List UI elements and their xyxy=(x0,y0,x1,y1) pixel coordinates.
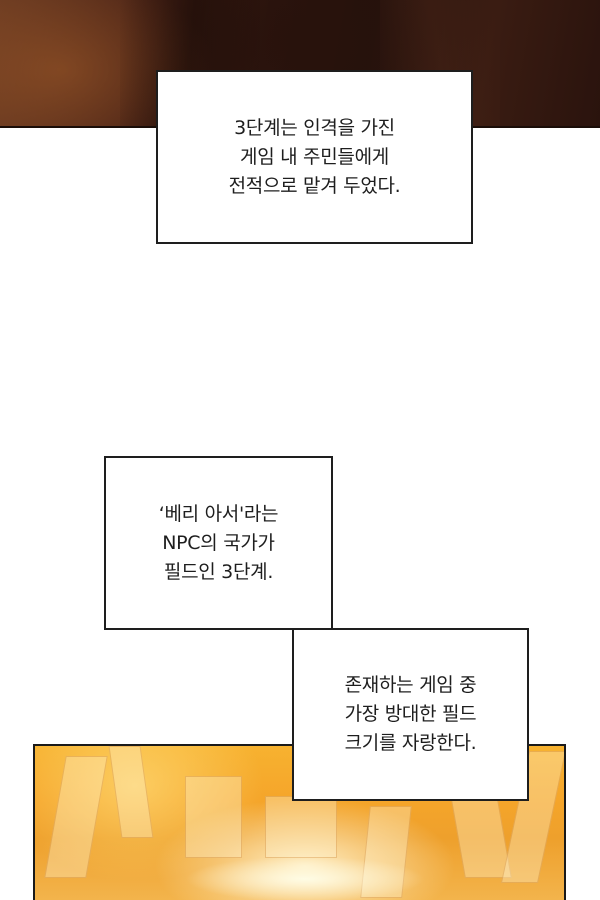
narration-box-1: 3단계는 인격을 가진 게임 내 주민들에게 전적으로 맡겨 두었다. xyxy=(156,70,473,244)
narration-line: 게임 내 주민들에게 xyxy=(240,145,389,168)
light-shard xyxy=(44,756,108,878)
narration-text: 3단계는 인격을 가진 게임 내 주민들에게 전적으로 맡겨 두었다. xyxy=(229,114,401,201)
narration-line: NPC의 국가가 xyxy=(162,531,275,554)
narration-line: 전적으로 맡겨 두었다. xyxy=(228,174,401,197)
light-shard xyxy=(185,776,242,858)
narration-box-3: 존재하는 게임 중 가장 방대한 필드 크기를 자랑한다. xyxy=(292,628,529,801)
light-shard xyxy=(108,746,154,838)
narration-line: 3단계는 인격을 가진 xyxy=(234,116,395,139)
narration-text: ‘베리 아서'라는 NPC의 국가가 필드인 3단계. xyxy=(158,500,279,587)
narration-text: 존재하는 게임 중 가장 방대한 필드 크기를 자랑한다. xyxy=(345,671,477,758)
narration-box-2: ‘베리 아서'라는 NPC의 국가가 필드인 3단계. xyxy=(104,456,333,630)
narration-line: 필드인 3단계. xyxy=(163,560,274,583)
light-glow xyxy=(185,856,425,900)
narration-line: 크기를 자랑한다. xyxy=(344,732,477,754)
narration-line: 존재하는 게임 중 xyxy=(344,674,477,696)
light-shard xyxy=(265,796,337,858)
narration-line: 가장 방대한 필드 xyxy=(344,703,477,725)
narration-line: ‘베리 아서'라는 xyxy=(158,502,279,525)
